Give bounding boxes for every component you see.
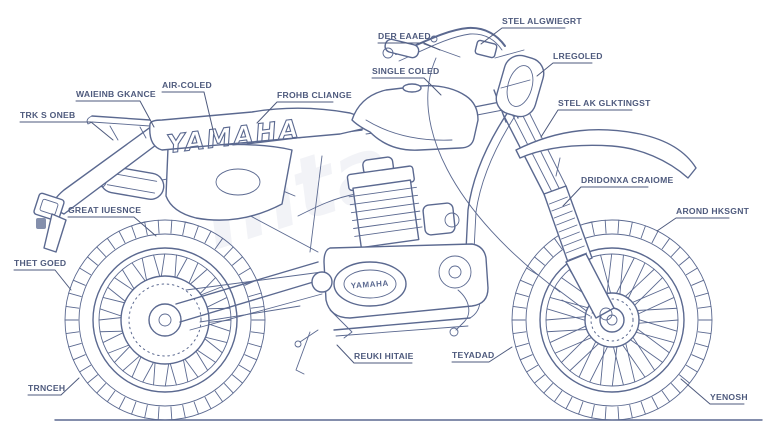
lower-triple-clamp: [500, 79, 531, 89]
rear-rack: [91, 115, 151, 121]
bodywork-top: YAMAHA: [149, 83, 479, 160]
label-arond-hksgnt: AROND HKSGNT: [656, 206, 750, 232]
rear-hub: [148, 303, 182, 337]
label-reuki-hitaie: REUKI HITAIE: [336, 344, 414, 364]
label-frohb-cliange: FROHB CLIANGE: [256, 90, 352, 124]
fork-tube-left: [503, 115, 547, 199]
headlight-lens: [506, 65, 534, 107]
upper-triple-clamp: [494, 49, 525, 59]
label-teyadad: TEYADAD: [451, 346, 513, 363]
label-waieinb-gkance: WAIEINB GKANCE: [75, 89, 156, 128]
front-fender: [515, 129, 697, 179]
svg-text:AROND HKSGNT: AROND HKSGNT: [676, 206, 750, 216]
rear-fender: [51, 125, 161, 215]
brake-pedal: [329, 309, 353, 339]
brake-cable: [427, 57, 561, 293]
svg-text:FROHB CLIANGE: FROHB CLIANGE: [277, 90, 352, 100]
svg-text:REUKI HITAIE: REUKI HITAIE: [354, 351, 414, 361]
svg-text:TEYADAD: TEYADAD: [452, 350, 495, 360]
seat: [149, 107, 373, 151]
kickstand: [295, 331, 311, 375]
label-stel-ak-glktingst: STEL AK GLKTINGST: [540, 98, 651, 138]
svg-text:THET GOED: THET GOED: [14, 258, 66, 268]
label-single-coled: SINGLE COLED: [371, 66, 442, 96]
handlebar: [395, 26, 506, 55]
kick-starter: [455, 289, 470, 331]
svg-text:TRNCEH: TRNCEH: [28, 383, 65, 393]
panel-vent: [215, 168, 261, 196]
label-trnceh: TRNCEH: [27, 377, 80, 396]
svg-text:WAIEINB GKANCE: WAIEINB GKANCE: [76, 89, 156, 99]
side-panel: [165, 143, 293, 221]
svg-text:STEL AK GLKTINGST: STEL AK GLKTINGST: [558, 98, 651, 108]
callouts: TRK S ONEB WAIEINB GKANCE AIR-COLED FROH…: [13, 16, 750, 405]
headlight-plate: [495, 54, 545, 118]
cylinder: [352, 179, 420, 249]
front-axle: [599, 307, 613, 321]
svg-text:LREGOLED: LREGOLED: [553, 51, 603, 61]
engine: YAMAHA: [294, 156, 489, 375]
swingarm-chain: [175, 261, 323, 331]
mudflap: [43, 213, 67, 253]
svg-text:SINGLE COLED: SINGLE COLED: [372, 66, 439, 76]
svg-text:AIR-COLED: AIR-COLED: [162, 80, 212, 90]
clutch-lever: [423, 43, 461, 58]
front-wheel: [511, 219, 713, 421]
clutch-cover: [333, 261, 407, 307]
front-tire-knobs: [511, 219, 713, 421]
label-great-iuesnce: GREAT IUESNCE: [67, 205, 157, 237]
label-der-eaaed: DER EAAED: [377, 31, 441, 51]
engine-logo-text: YAMAHA: [351, 279, 390, 291]
svg-text:DER EAAED: DER EAAED: [378, 31, 431, 41]
fork-lower-leg: [565, 253, 615, 319]
carburetor: [422, 202, 456, 236]
svg-text:DRIDONXA CRAIOME: DRIDONXA CRAIOME: [581, 175, 674, 185]
label-dridonxa-craiome: DRIDONXA CRAIOME: [562, 175, 674, 207]
reflector: [36, 218, 46, 229]
handlebar-grip: [384, 38, 420, 59]
label-yenosh: YENOSH: [680, 378, 748, 405]
svg-text:GREAT IUESNCE: GREAT IUESNCE: [68, 205, 141, 215]
front-sprocket: [311, 271, 333, 293]
rear-wheel: [64, 219, 266, 421]
label-stel-algwiegrt: STEL ALGWIEGRT: [480, 16, 582, 45]
mirror-mount: [430, 35, 438, 43]
taillight: [33, 192, 65, 222]
front-end: [382, 26, 697, 321]
torque-arm: [199, 305, 301, 323]
rear-tire-knobs: [64, 219, 266, 421]
bar-end: [382, 47, 394, 59]
svg-text:YENOSH: YENOSH: [710, 392, 748, 402]
label-air-coled: AIR-COLED: [161, 80, 215, 135]
label-trk-s-oneb: TRK S ONEB: [19, 110, 114, 141]
svg-text:TRK S ONEB: TRK S ONEB: [20, 110, 76, 120]
bash-plate: [333, 317, 471, 331]
label-thet-goed: THET GOED: [13, 258, 72, 291]
rear-bodywork: [33, 115, 293, 253]
fork-boot-ribs: [548, 196, 588, 261]
svg-text:STEL ALGWIEGRT: STEL ALGWIEGRT: [502, 16, 582, 26]
label-lregoled: LREGOLED: [536, 51, 603, 77]
fuel-cap: [402, 83, 422, 93]
gauge-cluster: [474, 39, 498, 59]
